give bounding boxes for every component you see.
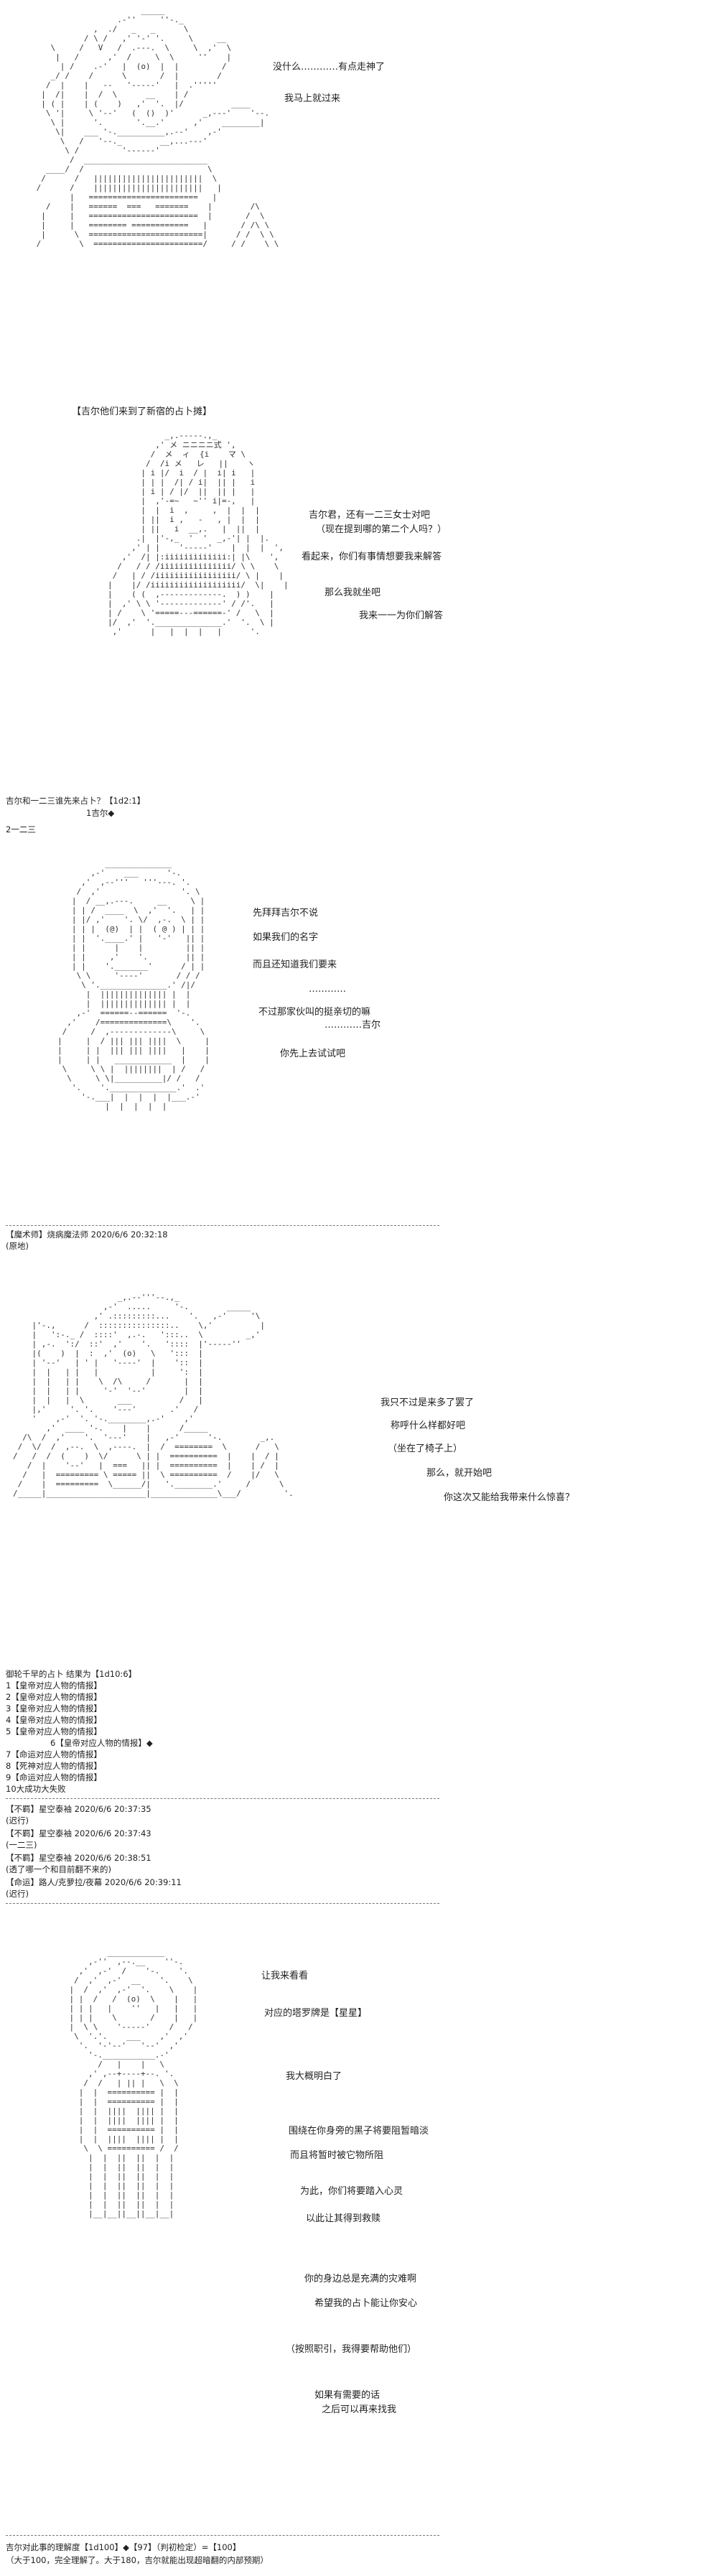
dialogue-line: 如果有需要的话 <box>314 2390 381 2401</box>
dice-roll-line: 2一二三 <box>6 824 36 834</box>
ascii-art-character-3: _,.--'''--.,_ ,-' ..... '-. _____ ,' .::… <box>13 1293 294 1498</box>
dialogue-line: 不过那家伙叫的挺亲切的嘛 <box>258 1007 371 1018</box>
dialogue-line: 而且将暂时被它物所阻 <box>290 2150 384 2161</box>
comment-body: (透了哪一个和目前翻不来的) <box>6 1864 111 1874</box>
separator <box>6 1903 439 1904</box>
dice-roll-line: 3【皇帝对应人物的情报】 <box>6 1703 102 1714</box>
dialogue-line: 而且还知道我们要来 <box>253 959 337 970</box>
dialogue-line: 我来一一为你们解答 <box>359 610 444 621</box>
ascii-art-character-2: ______________ ,-' ___ '-. ,' ,--''' '''… <box>57 859 210 1111</box>
dice-roll-line: 9【命运对应人物的情报】 <box>6 1772 102 1782</box>
dialogue-line: 之后可以再来找我 <box>322 2404 397 2415</box>
dice-roll-line: 6【皇帝对应人物的情报】◆ <box>50 1738 153 1748</box>
dialogue-line: 看起来，你们有事情想要我来解答 <box>302 552 442 562</box>
dialogue-line: （现在提到哪的第二个人吗？） <box>316 524 447 535</box>
separator <box>6 1798 439 1799</box>
comment-body: (一二三) <box>6 1840 37 1850</box>
dice-roll-line: 御轮千早的占卜 结果为【1d10:6】 <box>6 1669 137 1679</box>
dialogue-line: 没什么…………有点走神了 <box>273 62 386 73</box>
dialogue-line: 先拜拜吉尔不说 <box>253 908 319 919</box>
dialogue-line: 对应的塔罗牌是【星星】 <box>264 2008 368 2019</box>
dialogue-line: （按照职引，我得要帮助他们） <box>286 2344 417 2355</box>
dialogue-line: （坐在了椅子上） <box>388 1443 463 1454</box>
ascii-art-character-1: _____ .-'' ''-._ , ./ _ _ \ / \ / ,' '-'… <box>36 6 279 248</box>
dialogue-line: 那么我就坐吧 <box>325 587 381 598</box>
ascii-art-fortune-teller: _,.-----.,_ ,' メ ニニニニ式 ', / メ ィ {i マ \ /… <box>108 431 289 636</box>
dialogue-line: 让我来看看 <box>261 1971 309 1981</box>
dialogue-line: 吉尔君，还有一二三女士对吧 <box>309 510 431 521</box>
comment-header: 【不羁】星空泰袖 2020/6/6 20:37:35 <box>6 1804 151 1814</box>
comment-header: 【不羁】星空泰袖 2020/6/6 20:37:43 <box>6 1828 151 1838</box>
dialogue-line: 围绕在你身旁的黑子将要阻暂暗淡 <box>289 2126 429 2136</box>
dialogue-line: 以此让其得到救赎 <box>306 2213 381 2224</box>
separator <box>6 1225 439 1226</box>
dice-roll-line: 10大成功大失败 <box>6 1784 66 1794</box>
dice-roll-line: 8【死神对应人物的情报】 <box>6 1761 102 1771</box>
comment-body: (迟行) <box>6 1815 29 1826</box>
dialogue-line: 为此，你们将要踏入心灵 <box>300 2186 403 2197</box>
comment-header: 【不羁】星空泰袖 2020/6/6 20:38:51 <box>6 1853 151 1863</box>
dialogue-line: 那么，就开始吧 <box>426 1468 493 1479</box>
scene-caption: 【吉尔他们来到了新宿的占卜摊】 <box>72 406 213 417</box>
dialogue-line: 你的身边总是充满的灾难啊 <box>304 2274 417 2284</box>
dice-roll-line: 4【皇帝对应人物的情报】 <box>6 1715 102 1725</box>
dice-roll-line: 7【命运对应人物的情报】 <box>6 1749 102 1759</box>
dice-roll-line: 2【皇帝对应人物的情报】 <box>6 1692 102 1702</box>
ascii-art-character-4: ____________ ,-'' ,--.__ ''-. ,' ,-' / '… <box>69 1948 198 2218</box>
dialogue-line: 我大概明白了 <box>286 2071 342 2082</box>
dice-roll-line: 5【皇帝对应人物的情报】 <box>6 1726 102 1736</box>
separator <box>6 2535 439 2536</box>
dialogue-line: …………吉尔 <box>325 1020 381 1031</box>
dialogue-line: 我马上就过来 <box>284 93 341 104</box>
comment-body: (原地) <box>6 1241 29 1251</box>
dialogue-line: 你这次又能给我带来什么惊喜？ <box>444 1492 575 1503</box>
dialogue-line: 称呼什么样都好吧 <box>391 1420 466 1431</box>
comment-header: 【命运】路人/克萝拉/夜幕 2020/6/6 20:39:11 <box>6 1877 182 1887</box>
dialogue-line: 如果我们的名字 <box>253 932 319 943</box>
dice-roll-line: 吉尔和一二三谁先来占卜？【1d2:1】 <box>6 796 146 806</box>
comment-body: (迟行) <box>6 1889 29 1899</box>
dialogue-line: 希望我的占卜能让你安心 <box>314 2298 418 2309</box>
dice-roll-line: 1【皇帝对应人物的情报】 <box>6 1680 102 1691</box>
comment-header: 【魔术师】烧病魔法师 2020/6/6 20:32:18 <box>6 1229 168 1240</box>
dice-roll-line: 1吉尔◆ <box>86 808 115 818</box>
dialogue-line: ………… <box>309 984 346 995</box>
final-roll-line: 吉尔对此事的理解度【1d100】◆【97】（判初检定）=【100】 <box>6 2542 241 2552</box>
dialogue-line: 你先上去试试吧 <box>280 1048 346 1059</box>
final-roll-note: （大于100，完全理解了。大于180，吉尔就能出现超暗翻的内部预期） <box>6 2555 269 2565</box>
dialogue-line: 我只不过是来多了罢了 <box>381 1398 475 1408</box>
